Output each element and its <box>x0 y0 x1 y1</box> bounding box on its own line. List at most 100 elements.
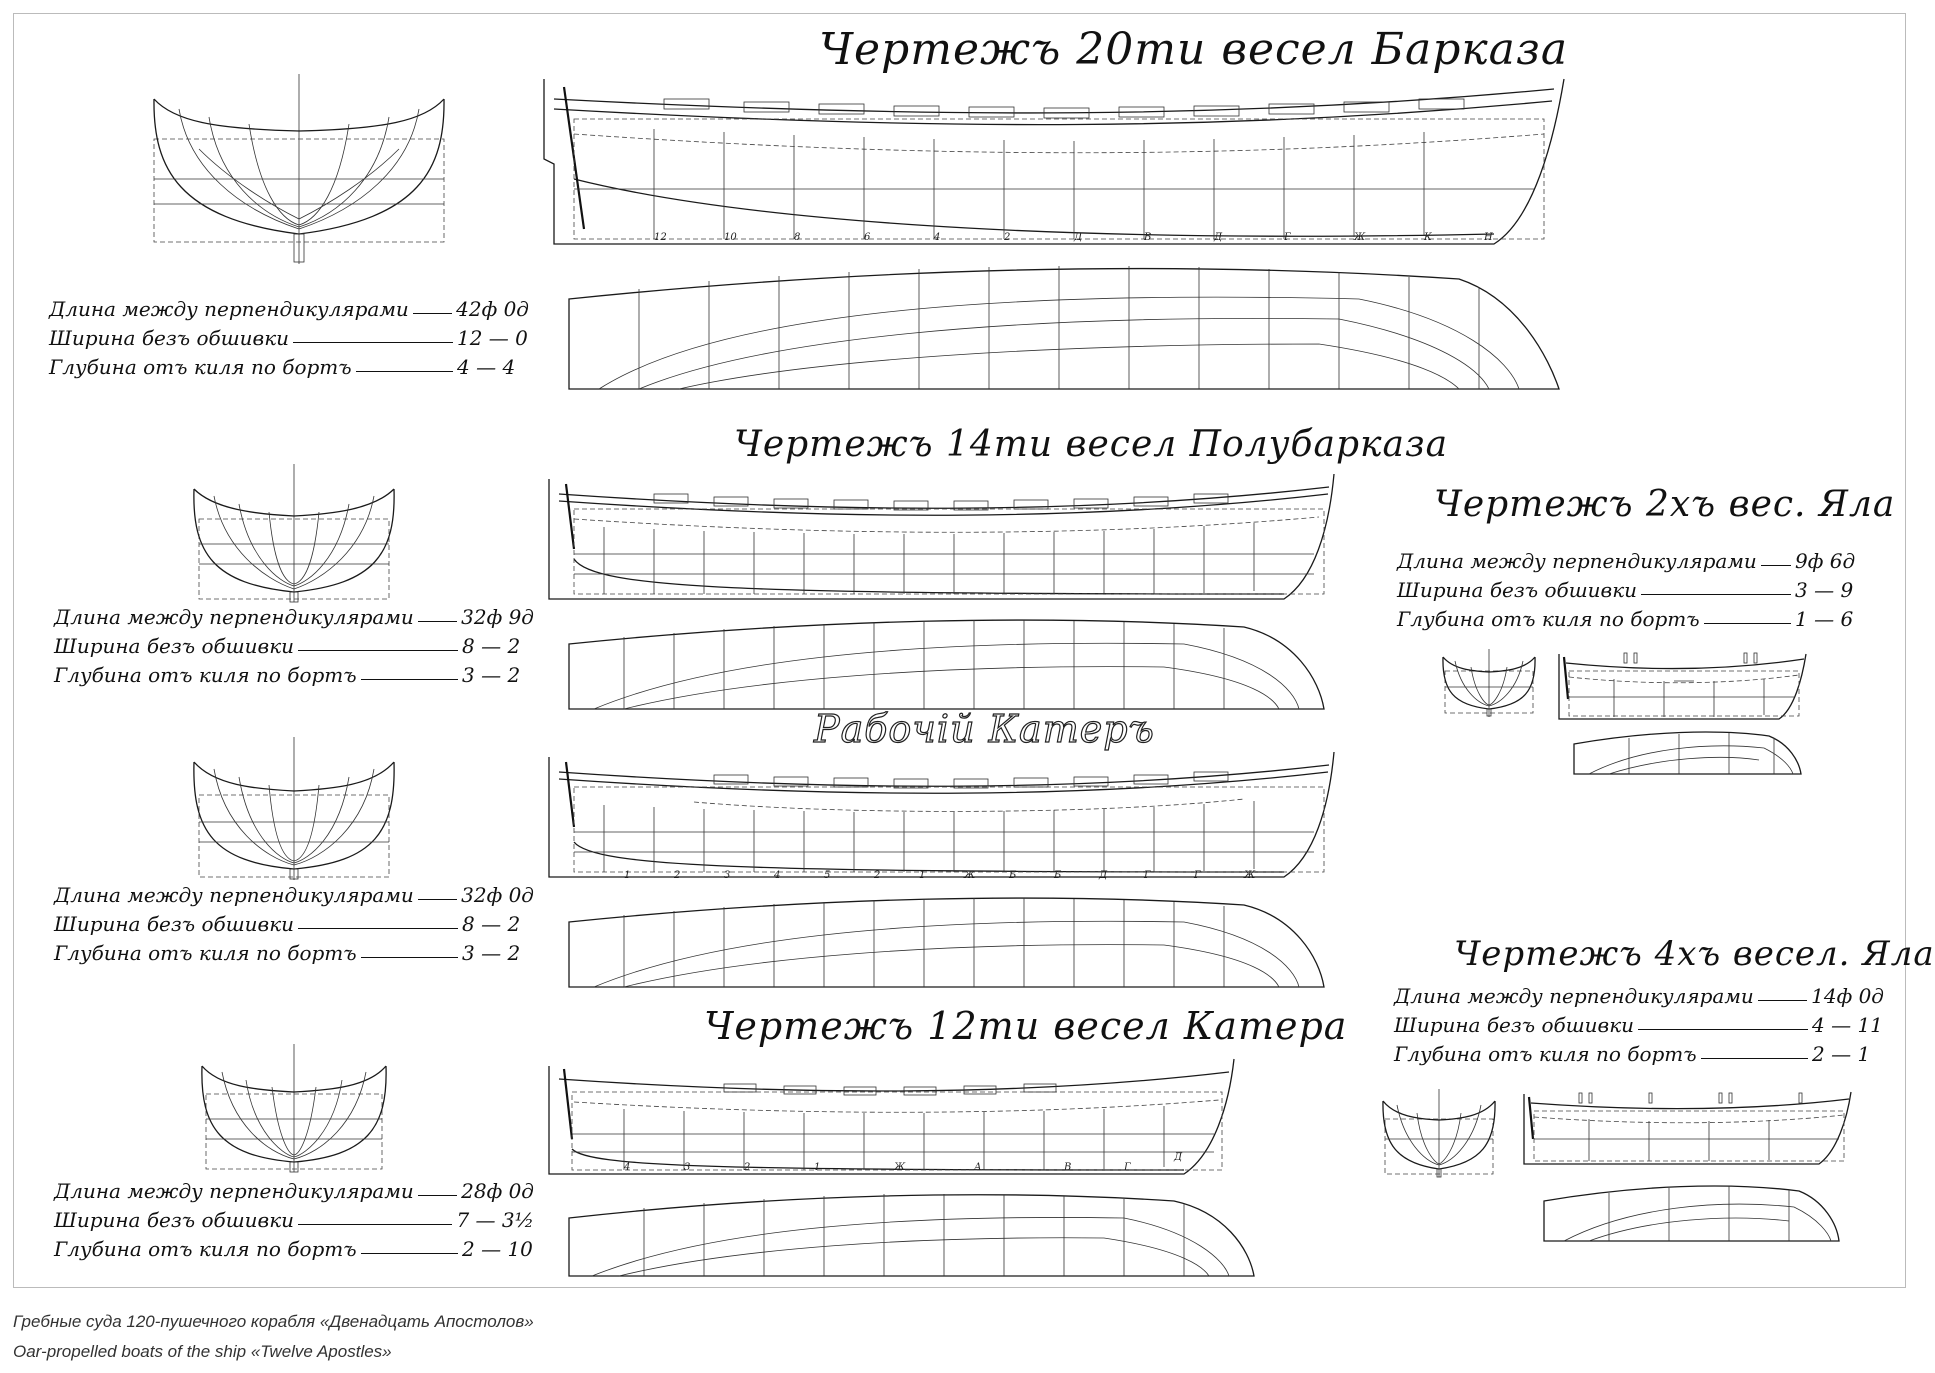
station-label: 1 <box>814 1162 821 1173</box>
station-label: Г <box>1144 870 1151 881</box>
station-label: Ж <box>894 1162 906 1173</box>
body-plan-kater <box>201 1044 387 1173</box>
spec-depth-label: Глубина отъ киля по бортъ <box>49 355 352 379</box>
station-label: В <box>1064 1162 1072 1173</box>
station-label: 3 <box>684 1162 691 1173</box>
boat-title-yal-4: Чертежъ 4хъ весел. Яла <box>1454 934 1935 974</box>
spec-length-label: Длина между перпендикулярами <box>54 883 414 907</box>
station-label: Д <box>1074 232 1083 243</box>
station-label: 2 <box>744 1162 751 1173</box>
sheer-plan-yal-4 <box>1523 1091 1852 1165</box>
spec-depth-value: 3 — 2 <box>462 663 521 687</box>
spec-breadth-value: 7 — 3½ <box>456 1208 534 1232</box>
spec-breadth-label: Ширина безъ обшивки <box>54 634 295 658</box>
station-label: 10 <box>724 232 737 243</box>
station-label: А <box>974 1162 982 1173</box>
spec-length-label: Длина между перпендикулярами <box>1397 549 1757 573</box>
station-label: 2 <box>1004 232 1011 243</box>
station-label: 1 <box>624 870 631 881</box>
sheer-plan-kater <box>548 1058 1235 1175</box>
body-plan-yal-2 <box>1442 649 1536 717</box>
station-label: Б <box>1054 870 1062 881</box>
spec-breadth-value: 4 — 11 <box>1812 1013 1883 1037</box>
half-breadth-barkas <box>568 266 1560 390</box>
spec-depth-value: 2 — 1 <box>1812 1042 1871 1066</box>
spec-depth-value: 1 — 6 <box>1795 607 1854 631</box>
sheer-plan-rabochiy-kater <box>548 751 1335 878</box>
station-label: 8 <box>794 232 801 243</box>
body-plan-rabochiy-kater <box>193 737 395 880</box>
station-label: Н <box>1484 232 1493 243</box>
spec-breadth-label: Ширина безъ обшивки <box>1394 1013 1635 1037</box>
station-label: 2 <box>674 870 681 881</box>
spec-breadth-value: 8 — 2 <box>462 912 521 936</box>
boat-title-kater: Чертежъ 12ти весел Катера <box>704 1004 1348 1048</box>
boat-title-rabochiy-kater: Рабочiй Катеръ <box>813 706 1155 751</box>
spec-length-value: 28ф 0д <box>461 1179 534 1203</box>
spec-depth-label: Глубина отъ киля по бортъ <box>1394 1042 1697 1066</box>
station-label: 12 <box>654 232 667 243</box>
sheer-plan-barkas <box>543 78 1565 245</box>
body-plan-yal-4 <box>1382 1089 1496 1178</box>
station-label: Г <box>1124 1162 1131 1173</box>
boat-title-yal-2: Чертежъ 2хъ вес. Яла <box>1434 484 1896 525</box>
boat-title-polubarkas: Чертежъ 14ти весел Полубарказа <box>734 424 1449 465</box>
boat-title-barkas: Чертежъ 20ти весел Барказа <box>819 24 1569 75</box>
spec-length-value: 42ф 0д <box>456 297 529 321</box>
station-label: 4 <box>934 232 941 243</box>
specs-rabochiy-kater: Длина между перпендикулярами 32ф 0д Ширин… <box>54 878 534 965</box>
station-label: Ж <box>1244 870 1256 881</box>
half-breadth-kater <box>568 1194 1255 1277</box>
half-breadth-rabochiy-kater <box>568 897 1325 988</box>
drawing-sheet: Чертежъ 20ти весел Барказа <box>13 13 1934 1288</box>
spec-length-value: 32ф 0д <box>461 883 534 907</box>
spec-breadth-value: 8 — 2 <box>462 634 521 658</box>
station-label: 6 <box>864 232 871 243</box>
spec-breadth-label: Ширина безъ обшивки <box>49 326 290 350</box>
spec-depth-label: Глубина отъ киля по бортъ <box>54 941 357 965</box>
spec-depth-label: Глубина отъ киля по бортъ <box>1397 607 1700 631</box>
station-label: Ж <box>1354 232 1366 243</box>
body-plan-polubarkas <box>193 464 395 603</box>
station-label: К <box>1424 232 1432 243</box>
spec-breadth-value: 3 — 9 <box>1795 578 1854 602</box>
spec-length-label: Длина между перпендикулярами <box>1394 984 1754 1008</box>
caption-russian: Гребные суда 120-пушечного корабля «Двен… <box>13 1312 534 1331</box>
body-plan-barkas <box>153 74 445 264</box>
spec-length-label: Длина между перпендикулярами <box>49 297 409 321</box>
station-label: 4 <box>624 1162 631 1173</box>
spec-depth-label: Глубина отъ киля по бортъ <box>54 663 357 687</box>
half-breadth-yal-2 <box>1573 731 1802 775</box>
spec-depth-value: 2 — 10 <box>462 1237 533 1261</box>
specs-yal-2: Длина между перпендикулярами 9ф 6д Ширина… <box>1397 544 1867 631</box>
specs-yal-4: Длина между перпендикулярами 14ф 0д Ширин… <box>1394 979 1884 1066</box>
half-breadth-polubarkas <box>568 619 1325 710</box>
station-label: 1 <box>919 870 926 881</box>
station-label: Ж <box>964 870 976 881</box>
half-breadth-yal-4 <box>1543 1185 1840 1242</box>
spec-length-value: 9ф 6д <box>1795 549 1856 573</box>
spec-breadth-label: Ширина безъ обшивки <box>54 912 295 936</box>
station-label: 3 <box>724 870 731 881</box>
thwarts-barkas <box>663 98 1465 119</box>
station-label: Г <box>1284 232 1291 243</box>
caption-english: Oar-propelled boats of the ship «Twelve … <box>13 1342 392 1361</box>
spec-breadth-label: Ширина безъ обшивки <box>1397 578 1638 602</box>
sheer-plan-yal-2 <box>1558 652 1807 720</box>
station-label: 2 <box>874 870 881 881</box>
spec-length-value: 14ф 0д <box>1811 984 1884 1008</box>
spec-depth-label: Глубина отъ киля по бортъ <box>54 1237 357 1261</box>
spec-depth-value: 4 — 4 <box>457 355 516 379</box>
station-label: Б <box>1009 870 1017 881</box>
station-label: Г <box>1194 870 1201 881</box>
spec-depth-value: 3 — 2 <box>462 941 521 965</box>
station-label: Д <box>1099 870 1108 881</box>
station-label: Д <box>1214 232 1223 243</box>
station-label: 5 <box>824 870 831 881</box>
station-label: Д <box>1174 1152 1183 1163</box>
spec-breadth-value: 12 — 0 <box>457 326 528 350</box>
station-label: 4 <box>774 870 781 881</box>
spec-length-label: Длина между перпендикулярами <box>54 605 414 629</box>
